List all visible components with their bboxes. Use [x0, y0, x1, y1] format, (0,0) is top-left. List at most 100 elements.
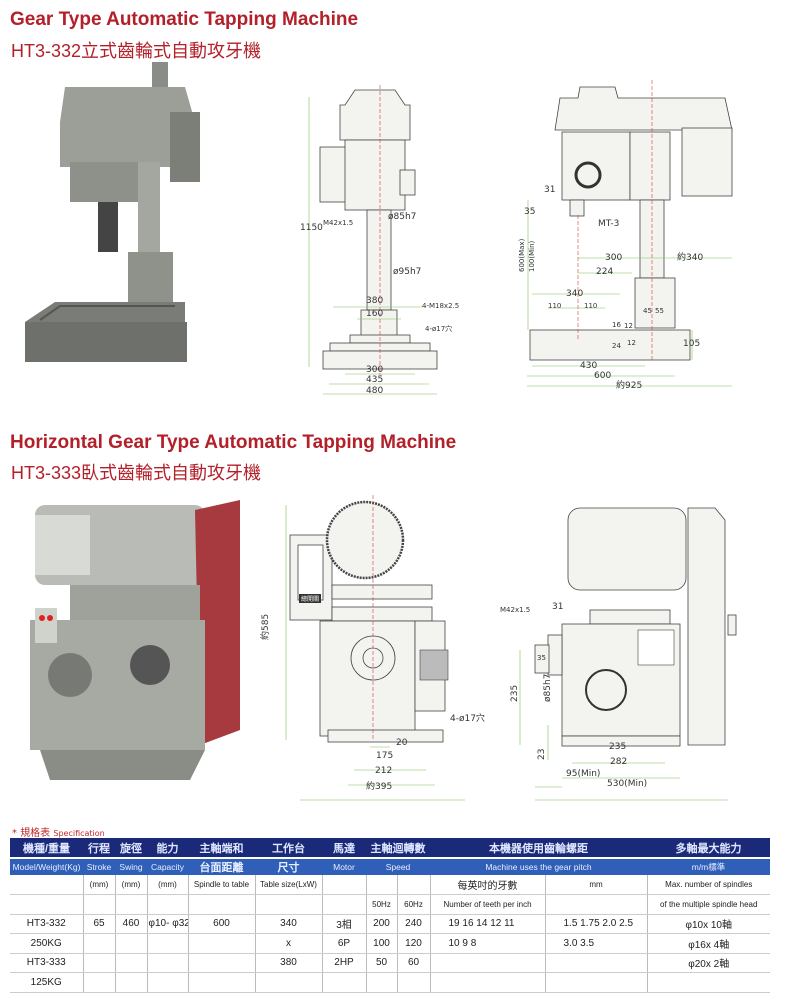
table-cell: (mm): [146, 875, 188, 895]
vertical-side-drawing: [527, 80, 733, 387]
table-cell: 60Hz: [396, 894, 430, 915]
dim-395: 約395: [366, 782, 393, 792]
table-cell: 1.5 1.75 2.0 2.5: [544, 914, 647, 934]
dim-480: 480: [366, 386, 384, 396]
dim-spindle-thread: M42x1.5: [323, 219, 354, 227]
dim-31: 31: [552, 602, 564, 612]
dim-12b: 12: [627, 339, 636, 347]
table-cell: [429, 953, 545, 973]
dim-430: 430: [580, 361, 598, 371]
table-cell: φ20x 2軸: [646, 953, 770, 973]
spec-table: 機種/重量 行程 旋徑 能力 主軸端和 工作台 馬達 主軸迴轉數 本機器使用齒輪…: [10, 838, 770, 993]
dim-212: 212: [375, 766, 393, 776]
table-cell: 100: [365, 933, 397, 954]
table-cell: [82, 953, 115, 973]
main-switch-label: 總開關: [299, 594, 322, 603]
vertical-front-drawing: [308, 85, 438, 395]
dim-12a: 12: [624, 322, 633, 330]
dim-mt3: MT-3: [598, 219, 620, 229]
section1-title: Gear Type Automatic Tapping Machine: [10, 9, 359, 30]
header-en: Speed: [366, 858, 430, 875]
header-row-en: Model/Weight(Kg) Stroke Swing Capacity 台…: [10, 858, 770, 875]
dim-925: 約925: [616, 381, 643, 391]
dim-23: 23: [537, 748, 547, 760]
dim-16: 16: [612, 321, 621, 329]
table-cell: [365, 875, 397, 895]
table-cell: 120: [396, 933, 430, 954]
header-en: Capacity: [147, 858, 188, 875]
table-cell: 380: [254, 953, 322, 973]
header-en: Model/Weight(Kg): [10, 858, 83, 875]
section2-title: Horizontal Gear Type Automatic Tapping M…: [10, 432, 457, 453]
dim-110a: 110: [548, 302, 562, 310]
table-cell: x: [254, 933, 322, 954]
table-cell: [321, 875, 366, 895]
dim-340: 340: [566, 289, 584, 299]
dim-31: 31: [544, 185, 556, 195]
table-cell: 50: [365, 953, 397, 973]
table-cell: Number of teeth per inch: [429, 894, 545, 915]
dim-530-min: 530(Min): [607, 779, 648, 789]
dim-235: 235: [609, 742, 627, 752]
table-cell: [146, 972, 188, 993]
table-cell: [396, 875, 430, 895]
header-cn: 旋徑: [115, 838, 147, 859]
header-en: 台面距離: [188, 858, 255, 875]
table-cell: [429, 972, 545, 993]
table-cell: mm: [544, 875, 647, 895]
spec-label: * 規格表 Specification: [12, 828, 105, 839]
table-row: 125KG: [10, 972, 770, 993]
dim-height: 1150: [300, 223, 323, 233]
header-cn: 馬達: [322, 838, 366, 859]
dim-stroke-max: 600(Max): [518, 238, 526, 272]
horizontal-side-drawing: [519, 507, 737, 801]
header-cn: 工作台: [255, 838, 322, 859]
table-cell: HT3-333: [10, 953, 83, 973]
table-cell: [544, 972, 647, 993]
table-cell: 每英吋的牙數: [429, 875, 545, 895]
dim-20: 20: [396, 738, 408, 748]
dim-175: 175: [376, 751, 394, 761]
horizontal-front-drawing: [285, 495, 465, 801]
table-cell: 60: [396, 953, 430, 973]
dim-380: 380: [366, 296, 384, 306]
dim-340-approx: 約340: [677, 253, 704, 263]
header-en: Swing: [115, 858, 147, 875]
table-cell: 10 9 8: [429, 933, 545, 954]
table-cell: [321, 894, 366, 915]
dim-282: 282: [610, 757, 628, 767]
dim-300: 300: [605, 253, 623, 263]
table-cell: 600: [187, 914, 255, 934]
table-cell: φ16x 4軸: [646, 933, 770, 954]
dim-holes: 4-ø17穴: [425, 325, 453, 333]
header-row-cn: 機種/重量 行程 旋徑 能力 主軸端和 工作台 馬達 主軸迴轉數 本機器使用齒輪…: [10, 838, 770, 859]
table-cell: 3.0 3.5: [544, 933, 647, 954]
table-cell: [187, 972, 255, 993]
dim-35: 35: [524, 207, 536, 217]
table-cell: [365, 972, 397, 993]
table-cell: [114, 894, 147, 915]
table-cell: Spindle to table: [187, 875, 255, 895]
dim-24: 24: [612, 342, 621, 350]
header-cn: 行程: [83, 838, 115, 859]
header-cn: 本機器使用齒輪螺距: [430, 838, 647, 859]
table-cell: of the multiple spindle head: [646, 894, 770, 915]
dim-55: 55: [655, 307, 664, 315]
dim-224: 224: [596, 267, 614, 277]
dim-600: 600: [594, 371, 612, 381]
dim-thread: M42x1.5: [500, 606, 531, 614]
table-cell: [114, 972, 147, 993]
table-cell: [82, 894, 115, 915]
table-cell: 3相: [321, 914, 366, 934]
header-en: Stroke: [83, 858, 115, 875]
dim-height-585: 約585: [261, 613, 271, 640]
dim-300: 300: [366, 365, 384, 375]
dim-35: 35: [537, 654, 546, 662]
dim-holes: 4-ø17穴: [450, 714, 485, 724]
dim-column-dia: ø95h7: [393, 267, 422, 277]
table-cell: [254, 972, 322, 993]
